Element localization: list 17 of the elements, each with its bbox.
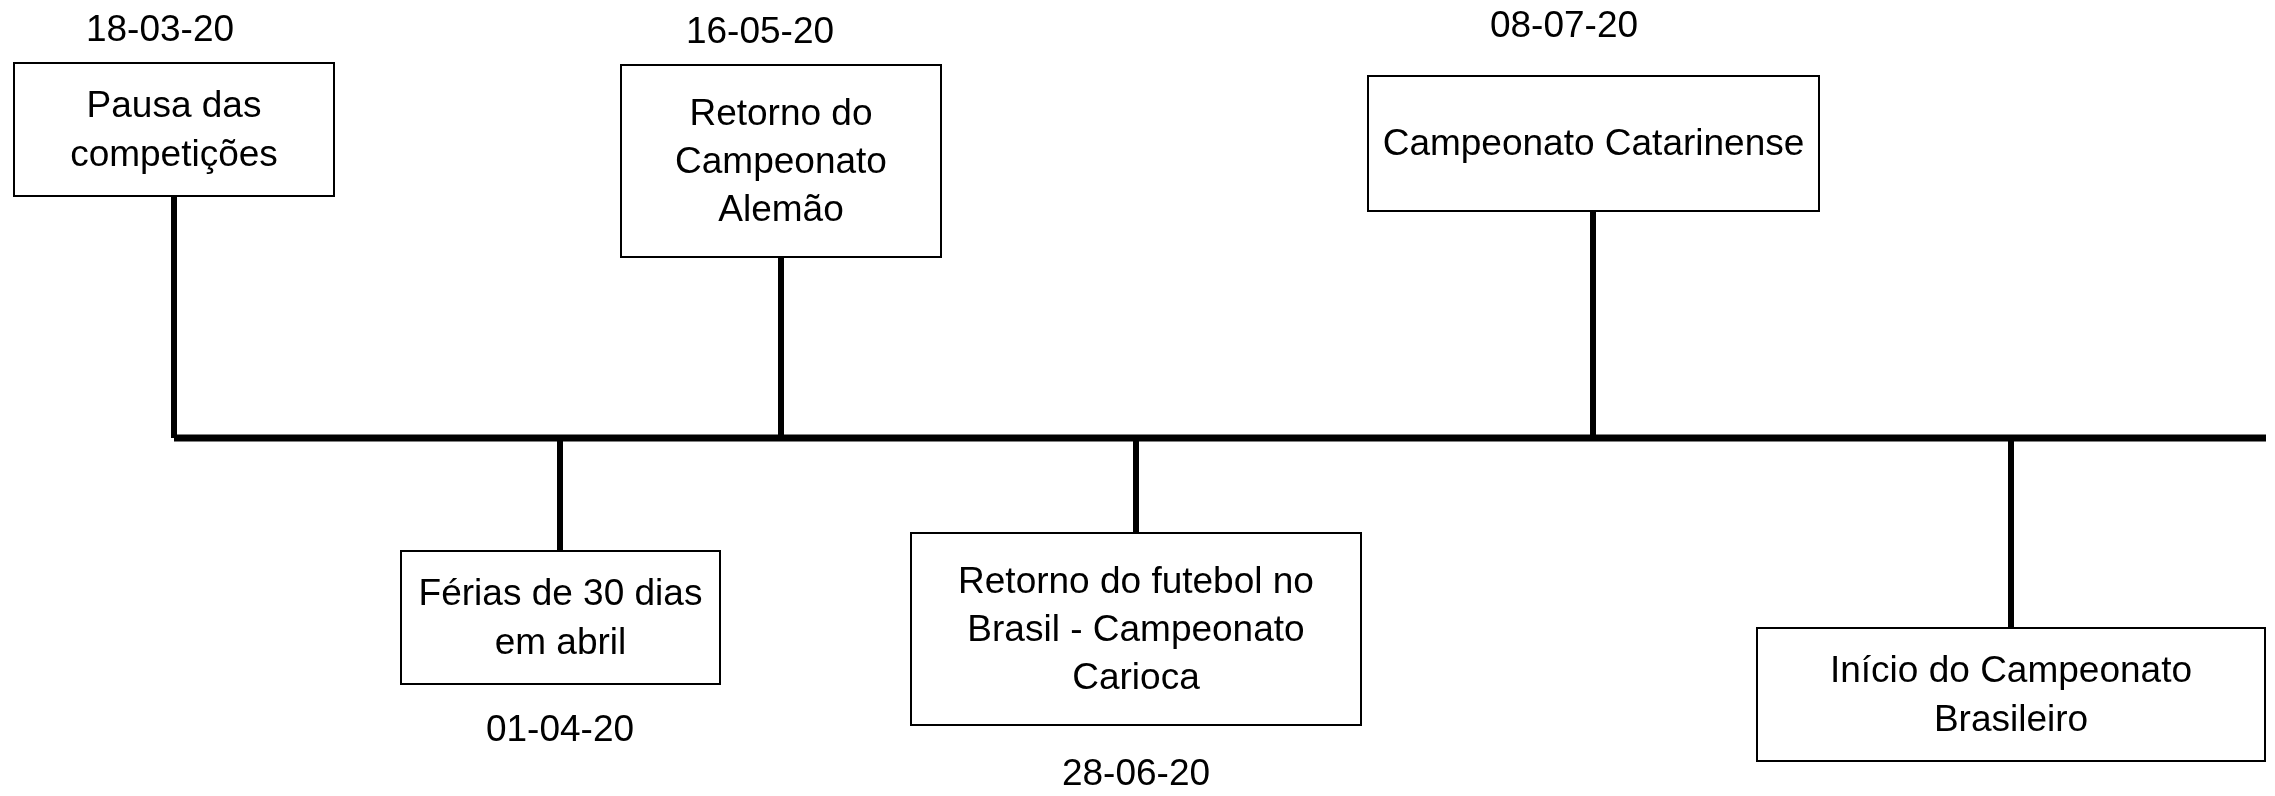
event-box: Início do Campeonato Brasileiro [1756,627,2266,762]
event-date: 08-07-20 [1489,4,1639,46]
event-date: 16-05-20 [685,10,835,52]
event-box: Retorno do futebol no Brasil - Campeonato Carioca [910,532,1362,726]
event-box: Férias de 30 dias em abril [400,550,721,685]
timeline-tick [2008,438,2014,627]
event-box: Campeonato Catarinense [1367,75,1820,212]
timeline-tick [778,258,784,438]
event-box: Pausa das competições [13,62,335,197]
timeline-tick [171,197,177,438]
event-date: 01-04-20 [485,708,635,750]
event-date: 28-06-20 [1061,752,1211,794]
event-date: 18-03-20 [85,8,235,50]
timeline-tick [557,438,563,550]
timeline-tick [1133,438,1139,532]
event-box: Retorno do Campeonato Alemão [620,64,942,258]
timeline-tick [1590,212,1596,438]
